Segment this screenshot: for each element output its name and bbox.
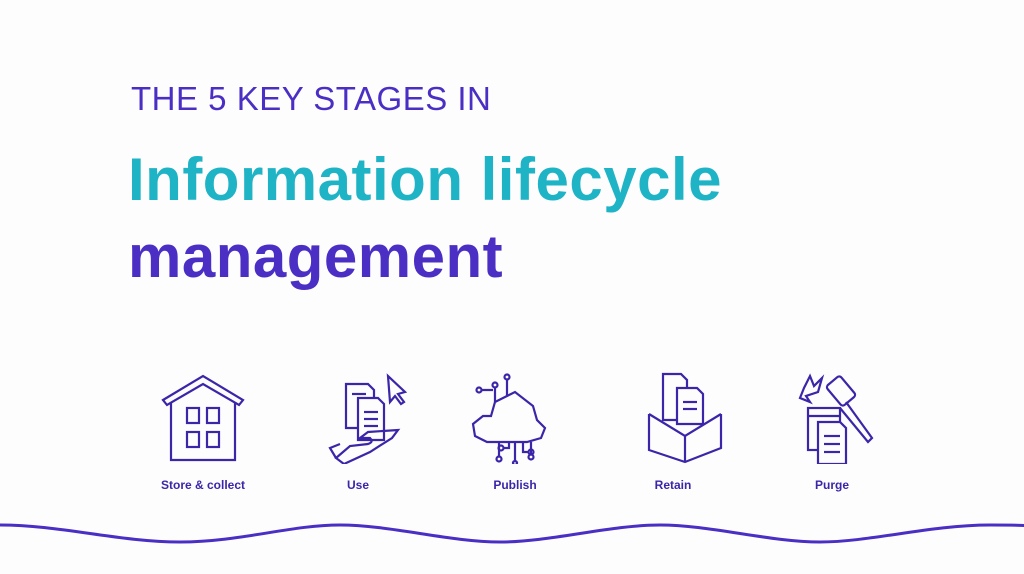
decorative-wave (0, 523, 1024, 544)
stage-purge: Purge (762, 372, 902, 492)
stage-retain: Retain (603, 372, 743, 492)
title-line-1: Information lifecycle (128, 146, 722, 213)
stage-label: Purge (814, 478, 849, 492)
stage-use: Use (288, 372, 428, 492)
stage-label: Publish (493, 478, 537, 492)
cloud-circuit-icon (471, 373, 547, 464)
stage-label: Use (346, 478, 369, 492)
box-documents-icon (647, 372, 723, 464)
subtitle: THE 5 KEY STAGES IN (131, 80, 492, 117)
stage-publish: Publish (445, 372, 585, 492)
house-icon (161, 374, 245, 462)
stage-label: Store & collect (160, 478, 246, 492)
gavel-documents-icon (798, 373, 874, 464)
title-line-2: management (128, 223, 504, 290)
stage-store-collect: Store & collect (133, 372, 273, 492)
hand-documents-icon (328, 373, 408, 464)
stage-label: Retain (654, 478, 692, 492)
